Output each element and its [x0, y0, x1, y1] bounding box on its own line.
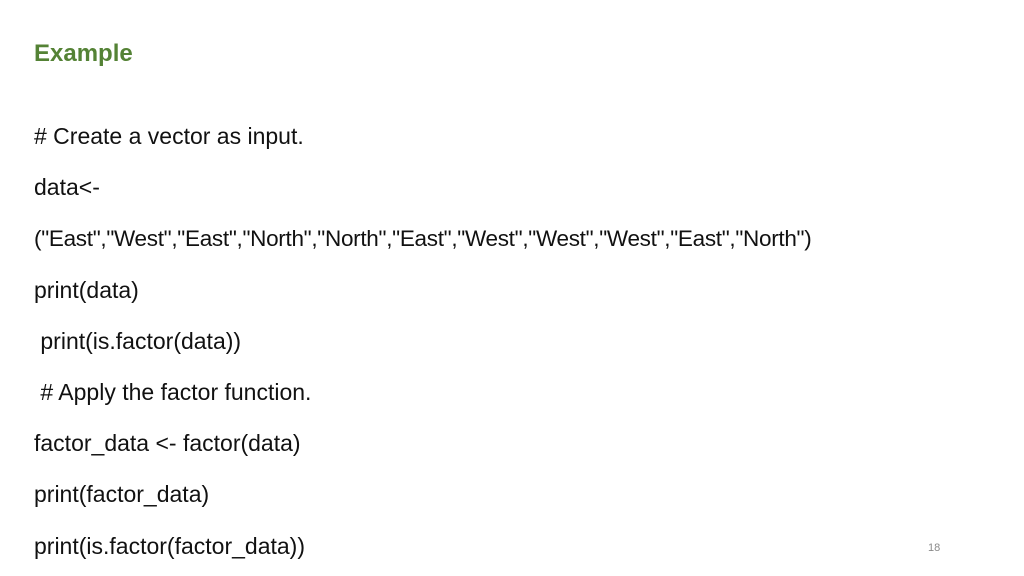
slide-title: Example: [34, 40, 133, 67]
code-line-comment-create: # Create a vector as input.: [34, 123, 304, 149]
page-number: 18: [928, 542, 941, 554]
code-line-print-is-factor: print(is.factor(data)): [34, 328, 242, 354]
code-line-data-assign: data<-: [34, 174, 100, 200]
code-line-comment-apply: # Apply the factor function.: [34, 379, 312, 405]
code-line-print-factor-data: print(factor_data): [34, 481, 210, 507]
code-line-print-is-factor-factor-data: print(is.factor(factor_data)): [34, 533, 305, 559]
code-line-vector-values: ("East","West","East","North","North","E…: [34, 226, 812, 251]
code-line-factor-assign: factor_data <- factor(data): [34, 430, 301, 456]
code-line-print-data: print(data): [34, 277, 139, 303]
